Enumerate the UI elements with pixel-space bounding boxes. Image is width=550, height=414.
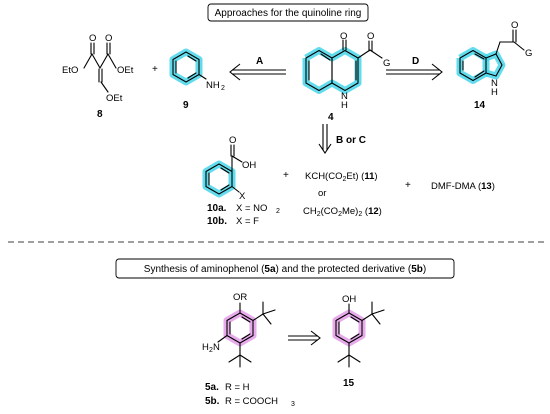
c5-n: N bbox=[213, 342, 220, 353]
section2-title: Synthesis of aminophenol (5a) and the pr… bbox=[144, 264, 426, 275]
c14-g: G bbox=[525, 48, 532, 59]
arrow-d: D bbox=[386, 56, 443, 81]
plus-2: + bbox=[283, 170, 289, 181]
c5b-text: R = COOCH bbox=[225, 396, 278, 407]
c10a-text: X = NO bbox=[236, 203, 267, 214]
c8-o2: O bbox=[105, 33, 112, 44]
c5-h-sub: 2 bbox=[209, 347, 213, 354]
arrow-bc: B or C bbox=[318, 124, 366, 154]
c14-n: N bbox=[491, 78, 498, 89]
c5a-caption: 5a. R = H bbox=[205, 382, 250, 393]
c10a-sub: 2 bbox=[276, 208, 280, 215]
plus-3: + bbox=[405, 180, 411, 191]
c5b-caption: 5b. R = COOCH 3 bbox=[205, 396, 295, 408]
c14-o: O bbox=[511, 20, 518, 31]
compound-12: CH2(CO2Me)2 (12) bbox=[303, 206, 382, 218]
compound-13: DMF-DMA (13) bbox=[431, 181, 495, 192]
section2-title-box: Synthesis of aminophenol (5a) and the pr… bbox=[115, 258, 455, 279]
section1-title: Approaches for the quinoline ring bbox=[215, 8, 362, 19]
c8-oet2: OEt bbox=[106, 93, 123, 104]
c10a-caption: 10a. X = NO 2 bbox=[207, 203, 280, 215]
c4-number: 4 bbox=[328, 112, 334, 123]
c10-oh: OH bbox=[242, 160, 256, 171]
c5b-number: 5b. bbox=[205, 396, 220, 407]
c9-nh-sub: 2 bbox=[221, 85, 225, 92]
arrow-d-label: D bbox=[412, 56, 419, 67]
or-text: or bbox=[318, 188, 326, 199]
c10-x: X bbox=[239, 191, 246, 202]
compound-10: O OH X bbox=[202, 135, 256, 202]
compound-8: O O EtO OEt OEt 8 bbox=[62, 33, 134, 120]
compound-9: NH 2 9 bbox=[169, 48, 225, 111]
arrow-a-label: A bbox=[256, 56, 263, 67]
plus-1: + bbox=[152, 64, 158, 75]
section1-title-box: Approaches for the quinoline ring bbox=[207, 3, 369, 22]
c10b-caption: 10b. X = F bbox=[207, 216, 259, 227]
c4-g: G bbox=[383, 58, 390, 69]
c8-oet1: OEt bbox=[117, 65, 134, 76]
c14-number: 14 bbox=[474, 100, 486, 111]
compound-11: KCH(CO2Et) (11) bbox=[305, 171, 378, 183]
c8-eto: EtO bbox=[62, 65, 78, 76]
arrow-a: A bbox=[229, 56, 286, 81]
c4-o2: O bbox=[367, 31, 374, 42]
c10a-number: 10a. bbox=[207, 203, 227, 214]
c10b-number: 10b. bbox=[207, 216, 227, 227]
arrow-bc-label: B or C bbox=[336, 135, 366, 146]
c14-h: H bbox=[491, 87, 498, 98]
c8-o1: O bbox=[89, 33, 96, 44]
c10b-text: X = F bbox=[236, 216, 259, 227]
arrow-5-to-15 bbox=[288, 330, 321, 346]
c4-h: H bbox=[341, 100, 348, 111]
c9-nh: NH bbox=[206, 80, 220, 91]
c5b-sub: 3 bbox=[291, 401, 295, 408]
c4-o1: O bbox=[340, 31, 347, 42]
c15-oh: OH bbox=[342, 294, 356, 305]
c10-o: O bbox=[229, 135, 236, 146]
compound-4: O O G N H 4 bbox=[302, 31, 390, 123]
compound-14: O G N H 14 bbox=[456, 20, 532, 111]
c15-number: 15 bbox=[343, 378, 355, 389]
c4-n: N bbox=[341, 91, 348, 102]
c5a-number: 5a. bbox=[205, 382, 219, 393]
compound-5: OR H 2 N bbox=[202, 292, 276, 368]
c5a-text: R = H bbox=[225, 382, 250, 393]
c5-h: H bbox=[202, 342, 209, 353]
compound-15: OH 15 bbox=[332, 294, 385, 389]
c5-or: OR bbox=[233, 292, 247, 303]
c9-number: 9 bbox=[183, 100, 189, 111]
c8-number: 8 bbox=[97, 109, 103, 120]
